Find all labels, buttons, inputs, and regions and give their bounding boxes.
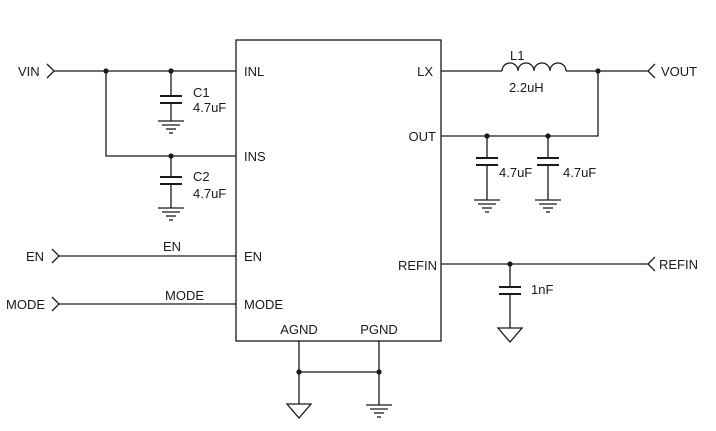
mode-net-label: MODE: [165, 288, 204, 303]
c2-value-label: 4.7uF: [193, 186, 226, 201]
pin-pgnd-label: PGND: [360, 322, 398, 337]
pin-refin-label: REFIN: [398, 258, 437, 273]
en-port-arrow: [51, 248, 60, 264]
ground-icon: [474, 199, 500, 213]
l1-ref-label: L1: [510, 48, 524, 63]
cout1-value-label: 4.7uF: [499, 165, 532, 180]
c1-ref-label: C1: [193, 85, 210, 100]
refin-port-arrow: [647, 256, 656, 272]
vin-port-arrow: [46, 63, 55, 79]
agnd-junction: [296, 369, 302, 375]
inductor-l1: [501, 62, 567, 72]
analog-ground-icon: [285, 403, 313, 419]
en-port-label: EN: [26, 249, 44, 264]
refin-port-label: REFIN: [659, 257, 698, 272]
l1-value-label: 2.2uH: [509, 80, 544, 95]
cout2-value-label: 4.7uF: [563, 165, 596, 180]
capacitor-cref: [496, 264, 524, 343]
c1-value-label: 4.7uF: [193, 100, 226, 115]
ground-icon: [158, 207, 184, 221]
capacitor-cout1: [474, 136, 500, 213]
capacitor-c2: [158, 156, 184, 221]
pin-mode-label: MODE: [244, 297, 283, 312]
pin-lx-label: LX: [417, 64, 433, 79]
pin-agnd-label: AGND: [280, 322, 318, 337]
vin-port-label: VIN: [18, 64, 40, 79]
mode-port-label: MODE: [6, 297, 45, 312]
pin-en-label: EN: [244, 249, 262, 264]
out-wire: [441, 71, 599, 137]
ins-wire: [105, 71, 236, 157]
mode-port-arrow: [51, 296, 60, 312]
vout-port-arrow: [647, 63, 656, 79]
analog-ground-icon: [496, 327, 524, 343]
ground-icon: [366, 404, 392, 418]
pin-out-label: OUT: [409, 129, 437, 144]
pin-ins-label: INS: [244, 149, 266, 164]
capacitor-c1: [158, 71, 184, 134]
ground-icon: [158, 120, 184, 134]
c2-ref-label: C2: [193, 169, 210, 184]
en-net-label: EN: [163, 239, 181, 254]
ground-icon: [535, 199, 561, 213]
cref-value-label: 1nF: [531, 282, 553, 297]
vout-port-label: VOUT: [661, 64, 697, 79]
pin-inl-label: INL: [244, 64, 264, 79]
pgnd-junction: [376, 369, 382, 375]
capacitor-cout2: [535, 136, 561, 213]
ic-body: [235, 39, 442, 342]
